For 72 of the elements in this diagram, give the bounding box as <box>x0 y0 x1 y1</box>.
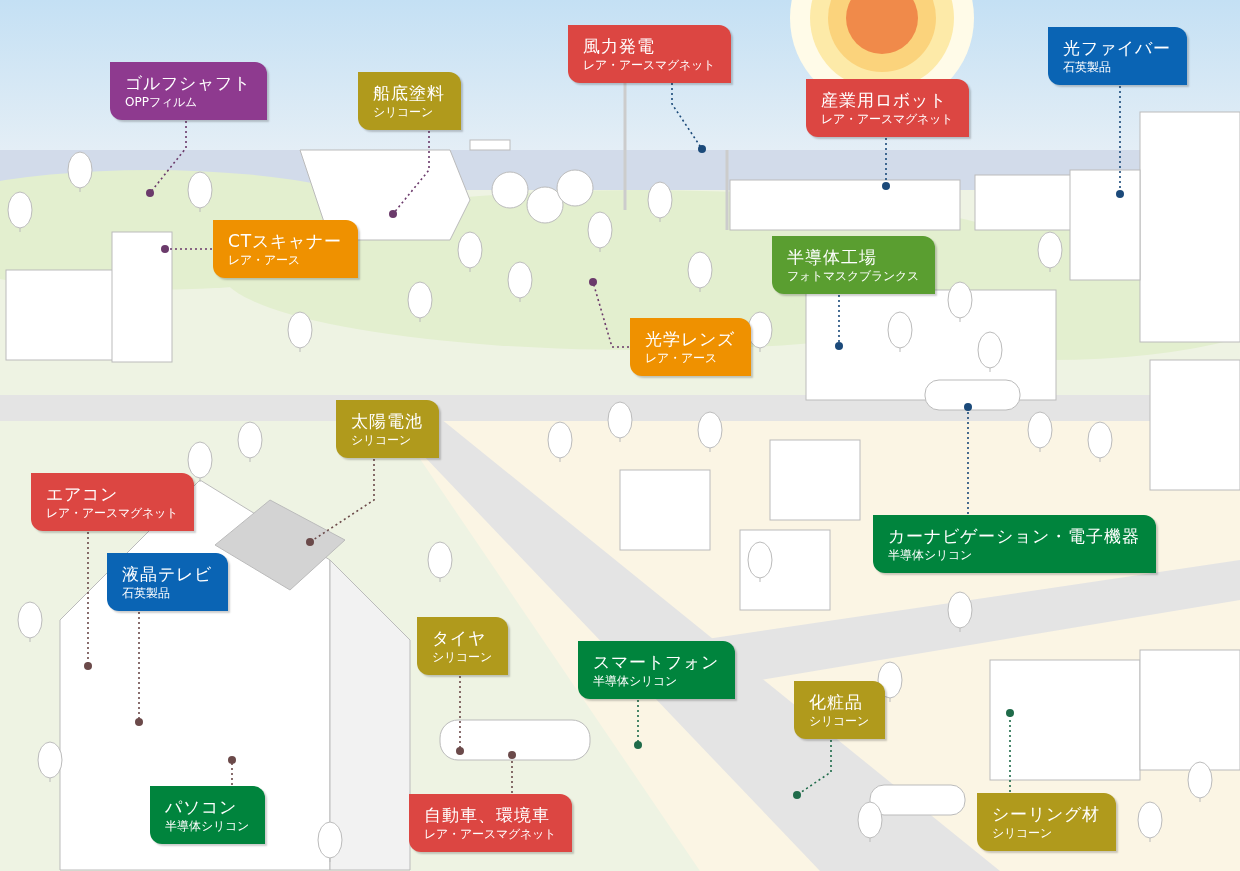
label-subtitle: シリコーン <box>432 649 492 665</box>
leader-line <box>228 756 236 786</box>
label-title: エアコン <box>46 483 119 505</box>
label-title: 液晶テレビ <box>122 563 212 585</box>
callout-label <box>772 236 935 294</box>
label-subtitle: レア・アースマグネット <box>821 111 953 127</box>
leader-line <box>835 294 843 350</box>
leader-line <box>508 751 516 794</box>
label-subtitle: レア・アースマグネット <box>46 505 178 521</box>
callout-label <box>806 79 969 137</box>
leader-line <box>84 531 92 670</box>
callout-label <box>417 617 508 675</box>
callout-label <box>873 515 1156 573</box>
label-title: 太陽電池 <box>351 410 423 432</box>
label-subtitle: レア・アース <box>645 350 718 366</box>
label-subtitle: シリコーン <box>373 104 434 120</box>
leader-line <box>793 739 832 799</box>
callout-label <box>358 72 461 130</box>
label-title: 産業用ロボット <box>821 89 948 111</box>
leader-line <box>135 611 143 726</box>
label-title: パソコン <box>165 796 238 818</box>
label-title: ゴルフシャフト <box>125 72 251 94</box>
leader-line <box>1116 85 1124 198</box>
callout-label <box>213 220 359 278</box>
label-title: 自動車、環境車 <box>424 804 551 826</box>
callout-label <box>107 553 228 611</box>
label-subtitle: シリコーン <box>809 713 869 729</box>
label-subtitle: シリコーン <box>351 432 412 448</box>
label-title: タイヤ <box>432 627 487 649</box>
label-subtitle: 半導体シリコン <box>888 547 973 563</box>
leader-line <box>306 458 375 546</box>
leader-line <box>146 120 187 197</box>
leader-line <box>456 675 464 755</box>
label-subtitle: 石英製品 <box>122 585 171 601</box>
leader-line <box>634 699 642 749</box>
leader-line <box>882 137 890 190</box>
label-subtitle: 半導体シリコン <box>593 673 678 689</box>
callout-label <box>630 318 751 376</box>
label-title: 風力発電 <box>583 35 656 57</box>
label-title: スマートフォン <box>593 651 719 673</box>
leader-line <box>1006 709 1014 793</box>
callout-label <box>110 62 267 120</box>
label-subtitle: 半導体シリコン <box>165 818 249 834</box>
callout-label <box>578 641 735 699</box>
label-title: シーリング材 <box>992 803 1100 825</box>
label-title: 船底塗料 <box>373 82 445 104</box>
leader-line <box>161 245 213 253</box>
label-subtitle: フォトマスクブランクス <box>787 268 919 284</box>
callout-label <box>336 400 439 458</box>
label-title: 光学レンズ <box>645 328 735 350</box>
callout-label <box>794 681 885 739</box>
leader-line <box>671 82 706 153</box>
label-subtitle: レア・アースマグネット <box>583 57 715 73</box>
label-title: 化粧品 <box>809 691 864 713</box>
label-subtitle: 石英製品 <box>1063 59 1112 75</box>
label-subtitle: レア・アース <box>228 252 301 268</box>
callout-label <box>409 794 572 852</box>
label-title: 半導体工場 <box>787 246 878 268</box>
label-subtitle: レア・アースマグネット <box>424 826 556 842</box>
label-subtitle: OPPフィルム <box>125 94 198 110</box>
callout-label <box>977 793 1116 851</box>
leader-line <box>964 403 972 515</box>
leader-line <box>589 278 630 348</box>
label-title: 光ファイバー <box>1063 37 1171 59</box>
label-title: CTスキャナー <box>228 230 343 252</box>
callout-label <box>150 786 265 844</box>
callout-label <box>568 25 731 83</box>
label-subtitle: シリコーン <box>992 825 1053 841</box>
callout-label <box>1048 27 1187 85</box>
callout-label <box>31 473 194 531</box>
label-title: カーナビゲーション・電子機器 <box>888 525 1140 547</box>
leader-line <box>389 130 430 218</box>
